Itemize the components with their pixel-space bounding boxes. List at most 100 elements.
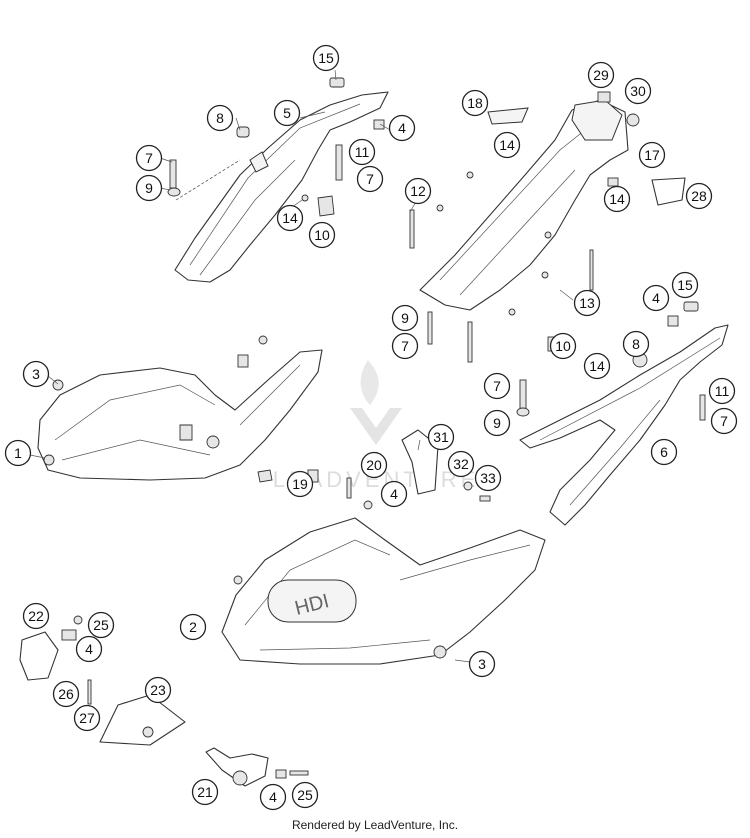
svg-text:1: 1 [14, 445, 22, 461]
callout-4: 4 [259, 783, 287, 811]
callout-3: 3 [22, 360, 50, 388]
svg-text:11: 11 [355, 144, 370, 160]
part-1-side-panel-left [37, 335, 323, 483]
callout-4: 4 [380, 480, 408, 508]
callout-9: 9 [483, 409, 511, 437]
svg-text:10: 10 [314, 227, 330, 243]
svg-text:22: 22 [28, 608, 44, 624]
callout-29: 29 [587, 61, 615, 89]
svg-text:15: 15 [677, 277, 693, 293]
svg-text:4: 4 [398, 120, 406, 136]
callout-20: 20 [360, 451, 388, 479]
callout-1: 1 [4, 439, 32, 467]
callout-13: 13 [573, 289, 601, 317]
svg-text:25: 25 [297, 787, 313, 803]
svg-text:7: 7 [493, 378, 501, 394]
part-21-plate [205, 747, 309, 787]
callout-8: 8 [622, 330, 650, 358]
svg-text:15: 15 [318, 50, 334, 66]
part-5-side-rail-left [174, 91, 389, 283]
svg-text:18: 18 [467, 95, 483, 111]
callout-5: 5 [273, 99, 301, 127]
callout-14: 14 [603, 185, 631, 213]
callout-7: 7 [710, 407, 738, 435]
svg-text:33: 33 [480, 470, 496, 486]
callout-17: 17 [638, 141, 666, 169]
hardware-upper-left [167, 77, 385, 217]
svg-text:4: 4 [652, 290, 660, 306]
callout-14: 14 [493, 131, 521, 159]
callout-21: 21 [191, 778, 219, 806]
callout-10: 10 [549, 332, 577, 360]
svg-text:31: 31 [433, 429, 449, 445]
callout-9: 9 [135, 174, 163, 202]
svg-text:4: 4 [85, 641, 93, 657]
callout-11: 11 [708, 377, 736, 405]
callout-19: 19 [286, 470, 314, 498]
svg-text:21: 21 [197, 784, 213, 800]
callout-7: 7 [135, 144, 163, 172]
svg-text:10: 10 [555, 338, 571, 354]
svg-text:3: 3 [478, 656, 486, 672]
svg-text:6: 6 [660, 444, 668, 460]
svg-text:17: 17 [644, 147, 660, 163]
svg-text:19: 19 [292, 476, 308, 492]
part-2-side-panel-right: HDI [221, 517, 546, 667]
svg-text:20: 20 [366, 457, 382, 473]
svg-text:8: 8 [216, 110, 224, 126]
svg-text:7: 7 [366, 171, 374, 187]
svg-text:14: 14 [282, 210, 298, 226]
svg-text:13: 13 [579, 295, 595, 311]
svg-text:7: 7 [401, 338, 409, 354]
callout-12: 12 [404, 177, 432, 205]
svg-text:29: 29 [593, 67, 609, 83]
svg-text:14: 14 [499, 137, 515, 153]
callout-27: 27 [73, 704, 101, 732]
callout-7: 7 [483, 372, 511, 400]
callout-28: 28 [685, 182, 713, 210]
svg-text:9: 9 [493, 415, 501, 431]
svg-text:25: 25 [93, 617, 109, 633]
callout-labels: 15 8 5 4 7 11 9 7 14 10 29 30 18 14 17 1… [4, 44, 738, 811]
callout-3: 3 [468, 650, 496, 678]
part-6-side-rail-right [519, 324, 729, 526]
svg-text:11: 11 [715, 383, 730, 399]
callout-30: 30 [624, 77, 652, 105]
callout-14: 14 [276, 204, 304, 232]
callout-11: 11 [348, 138, 376, 166]
svg-text:5: 5 [283, 105, 291, 121]
hardware-fasteners-center [409, 171, 594, 363]
callout-4: 4 [642, 284, 670, 312]
callout-4: 4 [75, 635, 103, 663]
svg-text:14: 14 [589, 358, 605, 374]
callout-6: 6 [650, 438, 678, 466]
callout-22: 22 [22, 602, 50, 630]
svg-text:28: 28 [691, 188, 707, 204]
svg-text:4: 4 [269, 789, 277, 805]
svg-text:9: 9 [401, 310, 409, 326]
callout-32: 32 [447, 450, 475, 478]
svg-text:27: 27 [79, 710, 95, 726]
svg-text:23: 23 [150, 682, 166, 698]
svg-text:8: 8 [632, 336, 640, 352]
svg-text:3: 3 [32, 366, 40, 382]
svg-text:2: 2 [189, 619, 197, 635]
callout-33: 33 [474, 464, 502, 492]
svg-text:32: 32 [453, 456, 469, 472]
svg-text:4: 4 [390, 486, 398, 502]
callout-10: 10 [308, 221, 336, 249]
callout-7: 7 [356, 165, 384, 193]
callout-7: 7 [391, 332, 419, 360]
callout-14: 14 [583, 352, 611, 380]
callout-25: 25 [87, 611, 115, 639]
callout-15: 15 [671, 271, 699, 299]
svg-text:9: 9 [145, 180, 153, 196]
callout-8: 8 [206, 104, 234, 132]
callout-25: 25 [291, 781, 319, 809]
callout-18: 18 [461, 89, 489, 117]
callout-15: 15 [312, 44, 340, 72]
part-23-cover [87, 679, 186, 746]
part-17-rear-subframe [419, 91, 686, 311]
svg-text:14: 14 [609, 191, 625, 207]
